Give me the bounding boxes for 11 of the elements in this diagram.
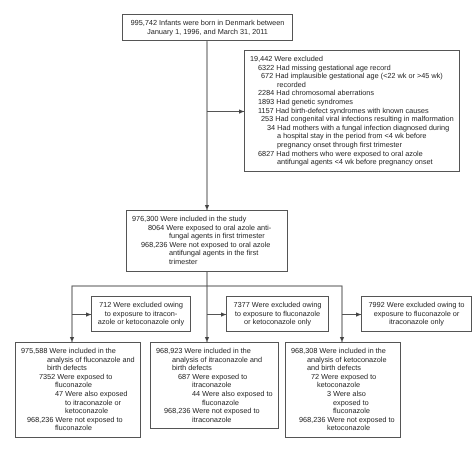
process-box xyxy=(126,210,288,272)
exclusion-box xyxy=(361,296,472,332)
exclusion-box xyxy=(226,296,329,332)
process-box xyxy=(15,342,141,438)
exclusion-box xyxy=(91,296,191,332)
process-box xyxy=(285,342,401,438)
process-box xyxy=(150,342,279,430)
arrow xyxy=(206,40,244,114)
exclusion-box xyxy=(244,50,460,172)
arrow xyxy=(206,271,362,317)
process-box xyxy=(122,14,293,42)
